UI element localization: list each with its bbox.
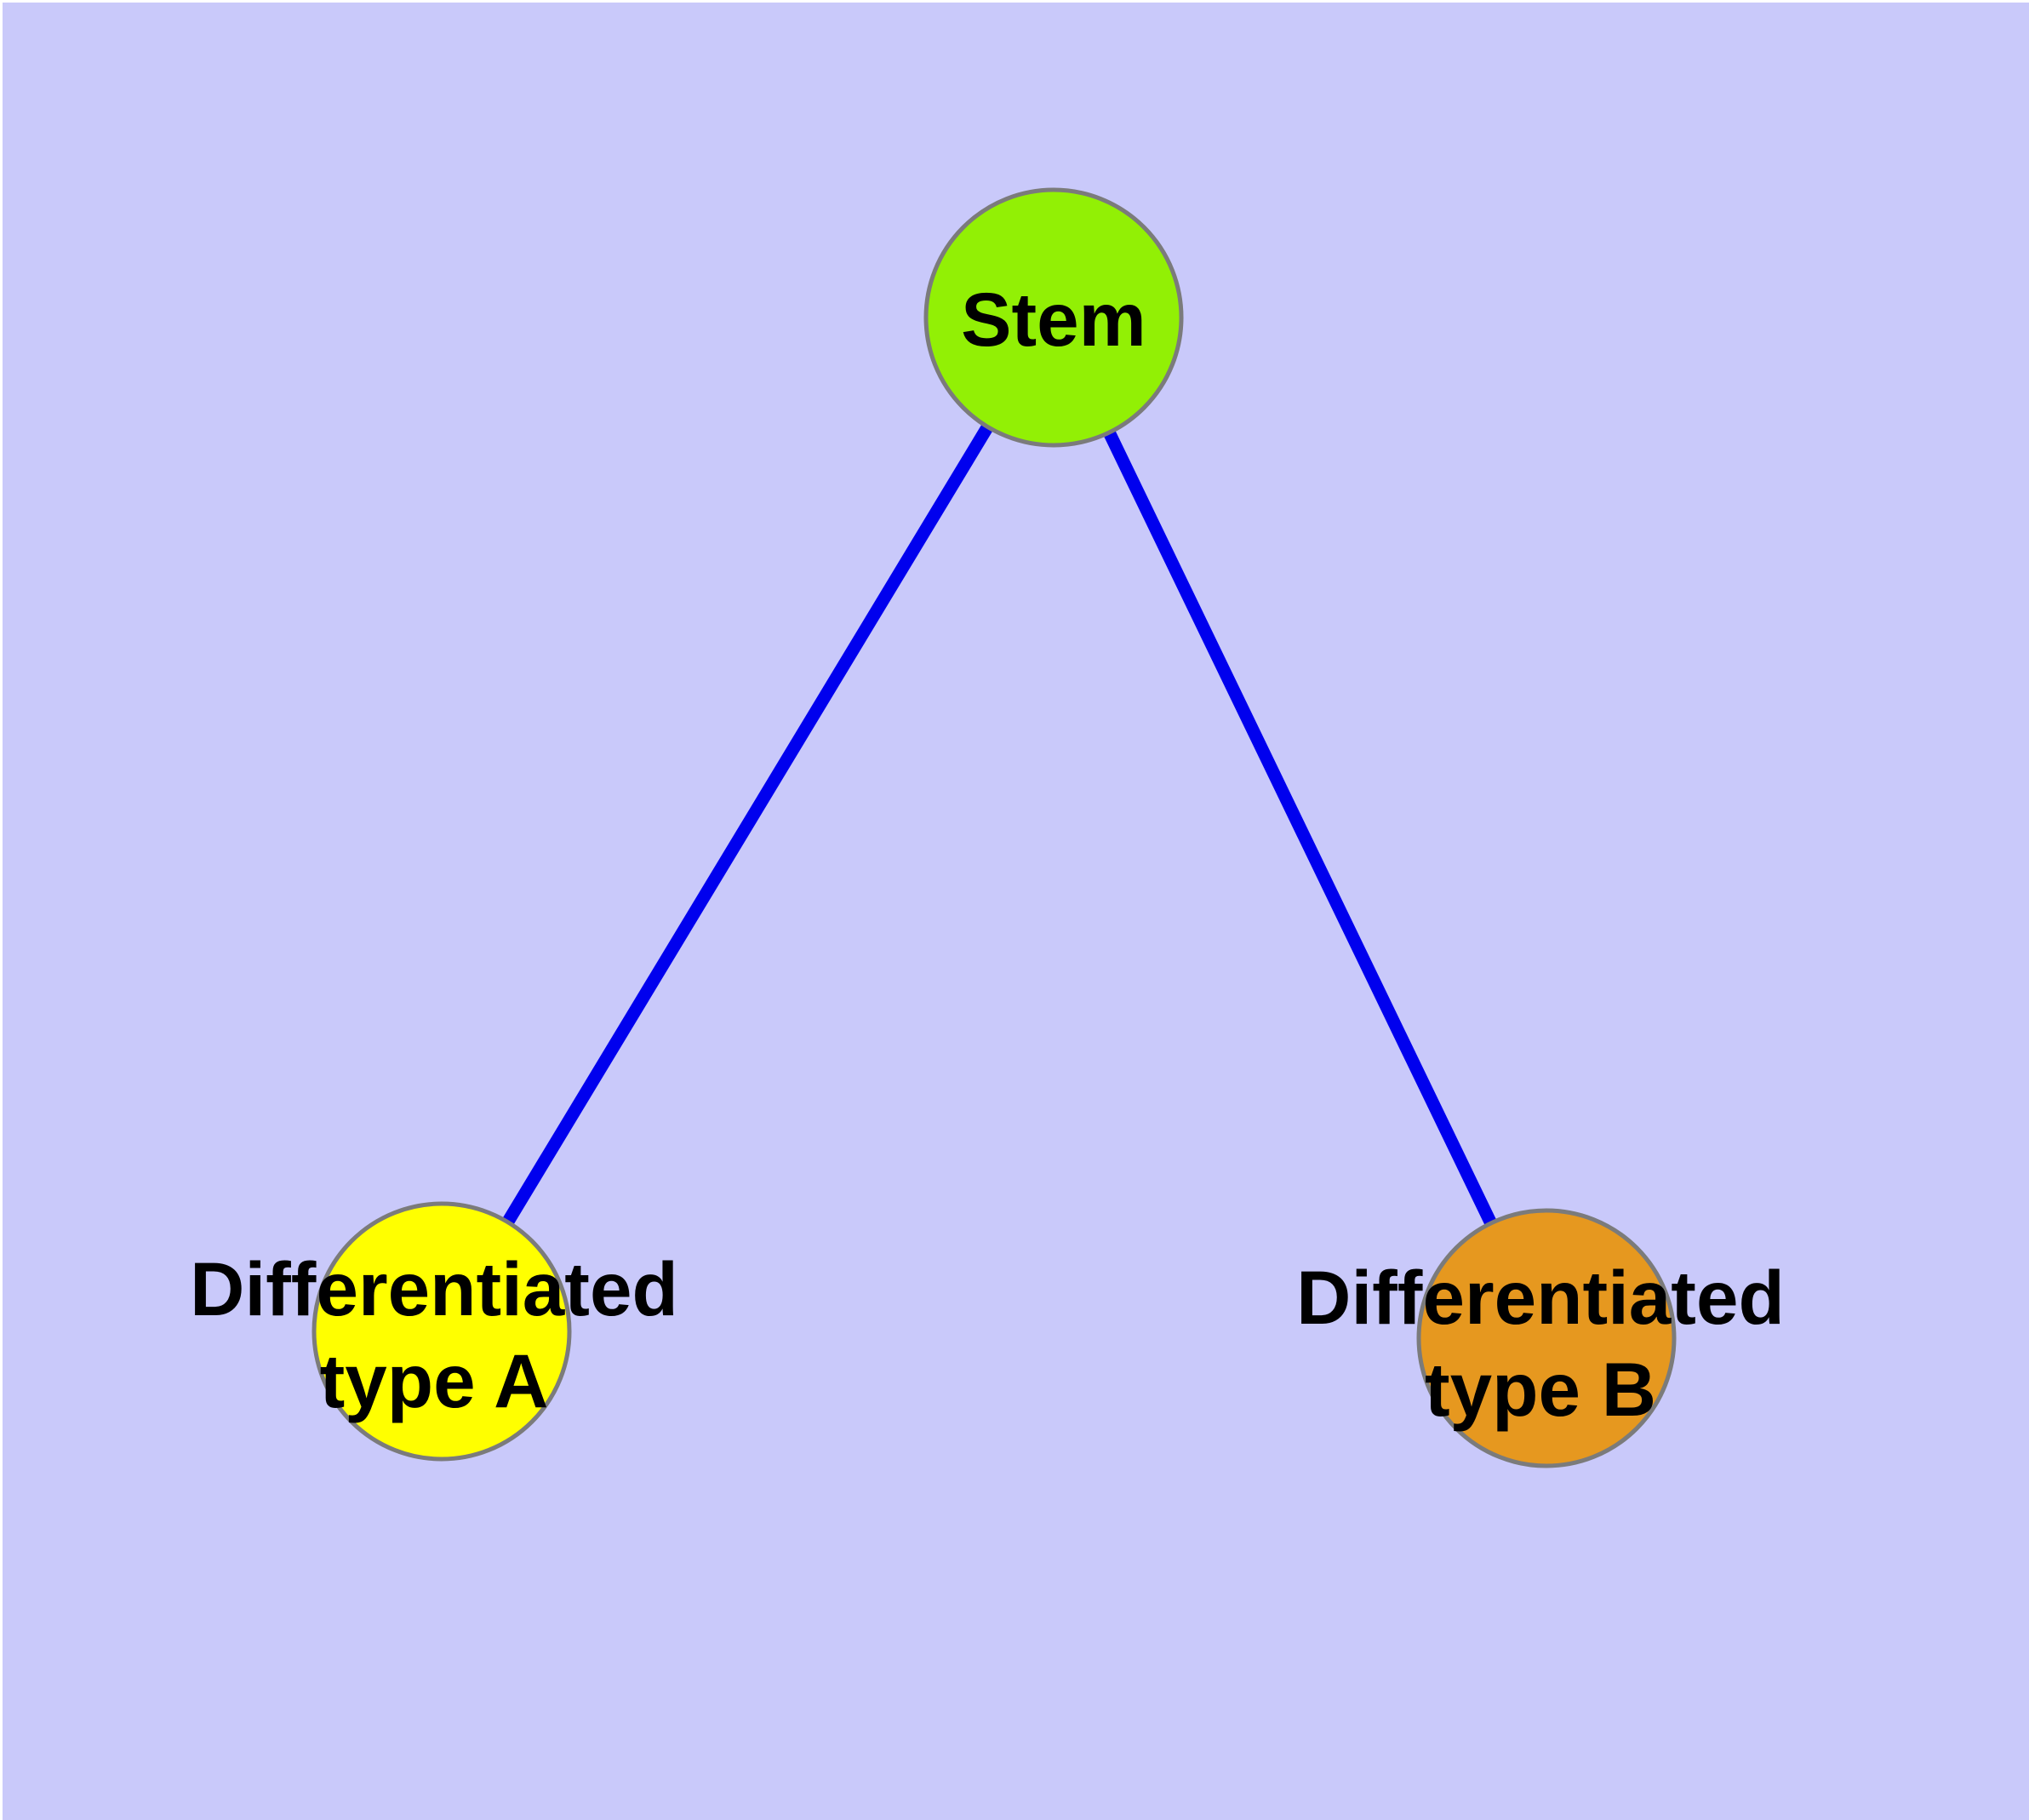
stem-node-label: Stem [961, 277, 1146, 362]
type-b-node-label-line1: Differentiated [1296, 1255, 1785, 1340]
type-a-node-label-line2: type A [320, 1338, 549, 1423]
type-b-node-label-line2: type B [1425, 1347, 1656, 1432]
edge-stem-to-type-b [1048, 314, 1552, 1342]
type-a-node [311, 1201, 572, 1462]
stem-node [923, 187, 1184, 448]
type-b-node [1416, 1208, 1677, 1468]
edge-stem-to-type-a [436, 314, 1060, 1335]
type-a-node-label-line1: Differentiated [190, 1246, 678, 1331]
